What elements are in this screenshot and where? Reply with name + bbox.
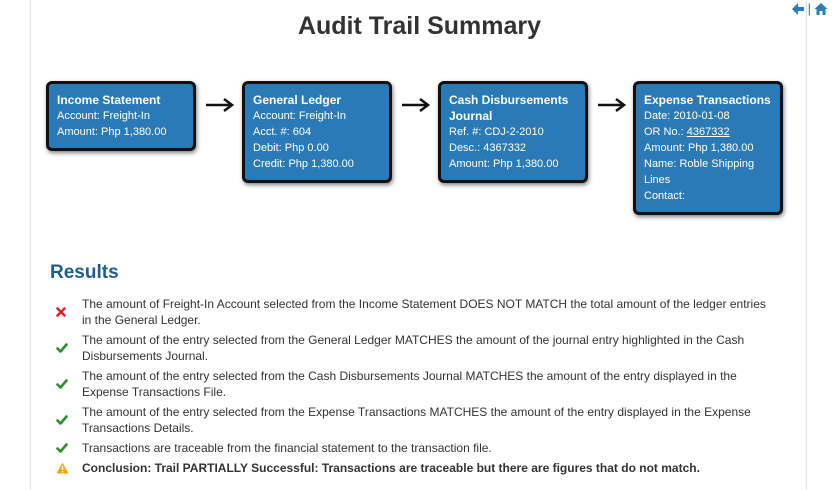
result-text: The amount of Freight-In Account selecte… [82,297,766,327]
box-line: Lines [644,174,671,186]
result-item: The amount of the entry selected from th… [56,368,766,400]
box-line: Ref. #: CDJ-2-2010 [449,126,544,138]
result-text: The amount of the entry selected from th… [82,405,751,435]
box-line: Desc.: 4367332 [449,142,527,154]
box-line: Credit: Php 1,380.00 [253,158,354,170]
box-line: Acct. #: 604 [253,126,312,138]
cash-disbursements-journal-box[interactable]: Cash Disbursements Journal Ref. #: CDJ-2… [438,81,588,183]
arrow-right-icon [598,98,627,112]
result-text: The amount of the entry selected from th… [82,333,745,363]
or-number-link[interactable]: 4367332 [686,126,730,138]
box-title: Expense Transactions [644,93,771,107]
page-title: Audit Trail Summary [297,12,542,40]
result-item: The amount of the entry selected from th… [56,404,766,436]
result-item: The amount of Freight-In Account selecte… [56,296,766,328]
results-title: Results [50,262,119,283]
or-label: OR No.: [644,126,687,138]
home-icon[interactable] [814,2,828,16]
top-nav: | [791,2,828,16]
expense-transactions-box[interactable]: Expense Transactions Date: 2010-01-08 OR… [633,81,783,215]
arrow-right-icon [402,98,431,112]
box-line: Amount: Php 1,380.00 [449,158,559,170]
income-statement-box[interactable]: Income Statement Account: Freight-In Amo… [46,81,196,151]
checkmark-icon [56,343,82,353]
cross-icon [56,307,82,317]
conclusion-item: Conclusion: Trail PARTIALLY Successful: … [56,460,766,476]
box-line: Account: Freight-In [253,110,346,122]
audit-flow: Income Statement Account: Freight-In Amo… [0,81,839,216]
box-line: Debit: Php 0.00 [253,142,329,154]
result-text: Transactions are traceable from the fina… [82,441,492,455]
checkmark-icon [56,415,82,425]
arrow-right-icon [206,98,235,112]
box-line: Account: Freight-In [57,110,150,122]
box-title: General Ledger [253,93,342,107]
back-arrow-icon[interactable] [791,2,805,16]
checkmark-icon [56,443,82,453]
result-text: The amount of the entry selected from th… [82,369,737,399]
box-title: Income Statement [57,93,161,107]
nav-separator: | [807,1,811,16]
general-ledger-box[interactable]: General Ledger Account: Freight-In Acct.… [242,81,392,183]
box-line: Name: Roble Shipping [644,158,755,170]
results-list: The amount of Freight-In Account selecte… [56,296,766,480]
result-item: Transactions are traceable from the fina… [56,440,766,456]
box-line: Amount: Php 1,380.00 [57,126,167,138]
box-title: Cash Disbursements [449,93,569,107]
box-line: Amount: Php 1,380.00 [644,142,754,154]
result-item: The amount of the entry selected from th… [56,332,766,364]
box-title: Journal [449,109,493,123]
box-line: Contact: [644,190,685,202]
box-line: Date: 2010-01-08 [644,110,730,122]
conclusion-text: Conclusion: Trail PARTIALLY Successful: … [82,461,700,475]
box-line: OR No.: 4367332 [644,124,772,140]
checkmark-icon [56,379,82,389]
warning-icon [56,462,82,474]
